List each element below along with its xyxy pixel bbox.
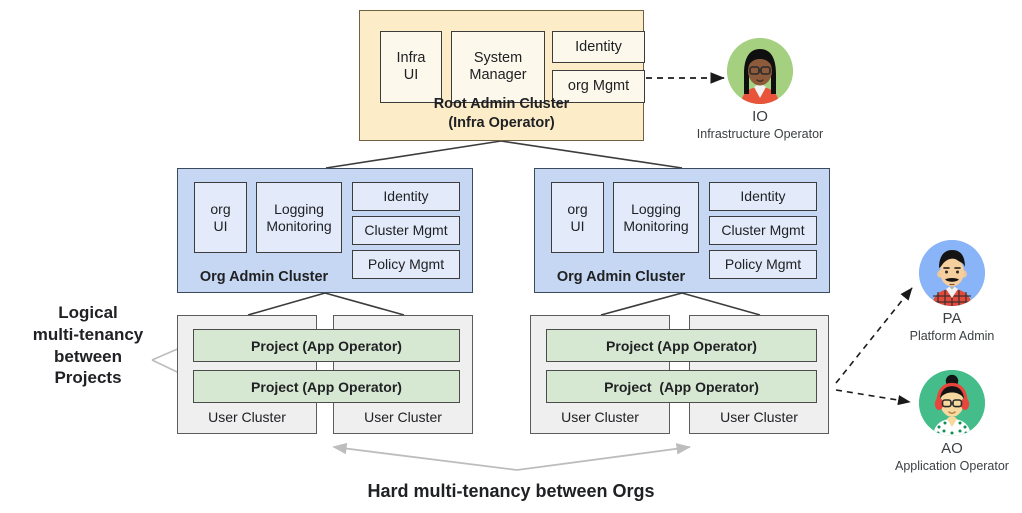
- project-label: Project (App Operator): [251, 378, 402, 395]
- component-identity[interactable]: Identity: [352, 182, 460, 211]
- persona-abbr: PA: [942, 310, 962, 327]
- component-org-ui[interactable]: org UI: [551, 182, 604, 253]
- org-admin-cluster-title: Org Admin Cluster: [556, 269, 686, 285]
- component-label: Cluster Mgmt: [364, 222, 448, 239]
- project-1[interactable]: Project (App Operator): [193, 329, 460, 362]
- component-label: Logging Monitoring: [266, 201, 332, 234]
- user-cluster-label: User Cluster: [208, 409, 286, 425]
- component-logging-monitoring[interactable]: Logging Monitoring: [613, 182, 699, 253]
- component-identity[interactable]: Identity: [709, 182, 817, 211]
- component-label: Identity: [740, 188, 786, 205]
- persona-abbr: AO: [941, 440, 963, 457]
- persona-infrastructure-operator[interactable]: IO Infrastructure Operator: [680, 38, 840, 142]
- persona-platform-admin[interactable]: PA Platform Admin: [872, 240, 1022, 344]
- org-admin-cluster-right[interactable]: org UI Logging Monitoring Identity Clust…: [534, 168, 830, 293]
- component-cluster-mgmt[interactable]: Cluster Mgmt: [352, 216, 460, 245]
- user-cluster-label: User Cluster: [720, 409, 798, 425]
- component-cluster-mgmt[interactable]: Cluster Mgmt: [709, 216, 817, 245]
- component-label: Identity: [575, 38, 622, 55]
- component-label: Policy Mgmt: [724, 256, 802, 273]
- avatar-application-operator: [919, 370, 985, 436]
- component-label: System Manager: [469, 50, 527, 83]
- persona-role: Platform Admin: [909, 328, 995, 343]
- component-org-mgmt[interactable]: org Mgmt: [552, 70, 645, 103]
- root-admin-cluster-title-line2: (Infra Operator): [448, 115, 555, 132]
- component-org-ui[interactable]: org UI: [194, 182, 247, 253]
- project-label: Project (App Operator): [606, 337, 757, 354]
- persona-role: Infrastructure Operator: [696, 126, 824, 141]
- user-cluster-label: User Cluster: [561, 409, 639, 425]
- component-policy-mgmt[interactable]: Policy Mgmt: [352, 250, 460, 279]
- component-label: org UI: [567, 201, 588, 234]
- component-label: Infra UI: [396, 50, 426, 83]
- avatar-ao-icon: [919, 370, 985, 436]
- component-label: org UI: [210, 201, 231, 234]
- component-label: org Mgmt: [567, 78, 630, 95]
- avatar-pa-icon: [919, 240, 985, 306]
- component-logging-monitoring[interactable]: Logging Monitoring: [256, 182, 342, 253]
- project-label: Project (App Operator): [604, 378, 759, 395]
- root-admin-cluster-title-line1: Root Admin Cluster: [433, 95, 570, 112]
- persona-role: Application Operator: [895, 458, 1009, 473]
- component-label: Logging Monitoring: [623, 201, 689, 234]
- annotation-logical-multi-tenancy: Logical multi-tenancy between Projects: [32, 303, 144, 388]
- project-3[interactable]: Project (App Operator): [546, 329, 817, 362]
- component-identity[interactable]: Identity: [552, 31, 645, 63]
- component-label: Cluster Mgmt: [721, 222, 805, 239]
- avatar-platform-admin: [919, 240, 985, 306]
- component-system-manager[interactable]: System Manager: [451, 31, 545, 103]
- component-label: Policy Mgmt: [367, 256, 445, 273]
- project-4[interactable]: Project (App Operator): [546, 370, 817, 403]
- avatar-io-icon: [727, 38, 793, 104]
- component-infra-ui[interactable]: Infra UI: [380, 31, 442, 103]
- avatar-infrastructure-operator: [727, 38, 793, 104]
- component-label: Identity: [383, 188, 429, 205]
- root-admin-cluster-title: Root Admin Cluster (Infra Operator): [360, 95, 643, 134]
- user-cluster-label: User Cluster: [364, 409, 442, 425]
- org-admin-cluster-title: Org Admin Cluster: [199, 269, 329, 285]
- org-admin-cluster-left[interactable]: org UI Logging Monitoring Identity Clust…: [177, 168, 473, 293]
- annotation-hard-multi-tenancy: Hard multi-tenancy between Orgs: [367, 481, 655, 501]
- root-admin-cluster[interactable]: Infra UI System Manager Identity org Mgm…: [359, 10, 645, 141]
- project-2[interactable]: Project (App Operator): [193, 370, 460, 403]
- project-label: Project (App Operator): [251, 337, 402, 354]
- persona-application-operator[interactable]: AO Application Operator: [872, 370, 1022, 474]
- persona-abbr: IO: [752, 108, 768, 125]
- component-policy-mgmt[interactable]: Policy Mgmt: [709, 250, 817, 279]
